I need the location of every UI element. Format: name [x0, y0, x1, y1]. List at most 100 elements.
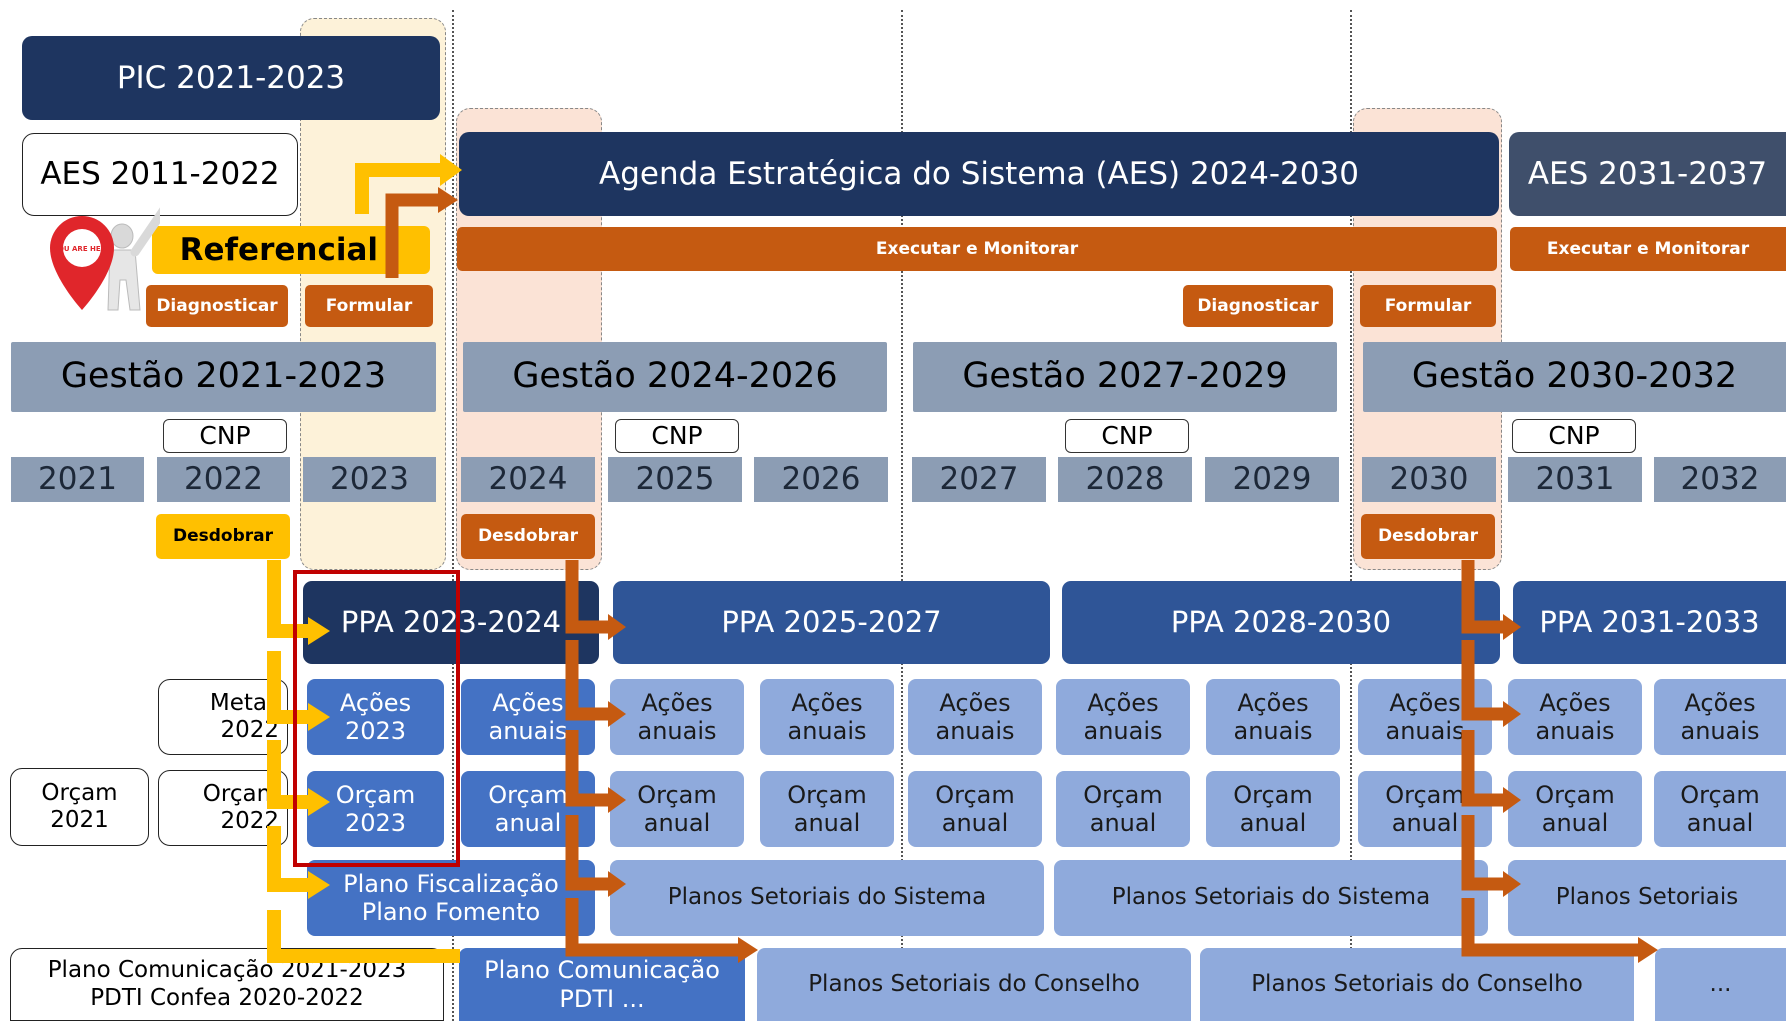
ppa-label: PPA 2023-2024	[340, 605, 562, 640]
aes-prev-box: AES 2011-2022	[22, 133, 298, 216]
arrow-orange-head	[738, 937, 758, 963]
arrow-yellow-head	[308, 788, 330, 816]
acoes-line1: Ações	[492, 688, 564, 717]
gestao-label: Gestão 2021-2023	[60, 356, 387, 397]
current-focus-highlight	[293, 570, 460, 867]
year-2028: 2028	[1058, 457, 1192, 502]
year-2025: 2025	[608, 457, 742, 502]
diagnosticar-button-2029: Diagnosticar	[1183, 285, 1333, 327]
planos-setoriais-label: Planos Setoriais	[1555, 884, 1739, 911]
arrow-yellow-head	[440, 154, 462, 186]
arrow-yellow	[267, 560, 310, 638]
acoes-line2: anuais	[1680, 717, 1760, 745]
year-label: 2022	[184, 461, 263, 498]
acoes-line1: Ações	[1539, 688, 1611, 717]
cnp-2031: CNP	[1512, 419, 1636, 453]
aes-main-label: Agenda Estratégica do Sistema (AES) 2024…	[599, 155, 1359, 192]
gestao-label: Gestão 2024-2026	[512, 356, 838, 397]
orcam-line1: Orçam	[787, 780, 867, 809]
formular-label-2030: Formular	[1384, 295, 1472, 316]
orcam-line1: Orçam	[935, 780, 1015, 809]
you-are-here-text: YOU ARE HERE	[52, 245, 111, 253]
year-label: 2030	[1389, 461, 1469, 498]
aes-next-box: AES 2031-2037	[1509, 132, 1786, 216]
orcam-line2: anual	[643, 809, 711, 837]
aes-main-box: Agenda Estratégica do Sistema (AES) 2024…	[459, 132, 1499, 216]
year-2032: 2032	[1654, 457, 1786, 502]
orcam-line1: Orçam	[1083, 780, 1163, 809]
arrow-orange-head	[1503, 787, 1521, 813]
plano-fisc-line1: Plano Fiscalização	[343, 869, 559, 898]
year-2027: 2027	[912, 457, 1046, 502]
acoes-line2: anuais	[935, 717, 1015, 745]
year-label: 2021	[38, 461, 117, 498]
arrow-orange	[565, 898, 740, 957]
orcam-line1: Orçam	[335, 780, 416, 809]
arrow-orange	[565, 730, 610, 807]
arrow-yellow	[267, 740, 310, 809]
plano-com-line2: PDTI Confea 2020-2022	[90, 984, 364, 1011]
orcam-line1: Orçam	[488, 780, 568, 809]
executar-next-label: Executar e Monitorar	[1546, 238, 1750, 259]
gestao-label: Gestão 2030-2032	[1411, 356, 1738, 397]
arrow-orange	[565, 815, 610, 891]
formular-button-2030: Formular	[1360, 285, 1496, 327]
arrow-yellow-head	[308, 703, 330, 731]
arrow-orange	[1461, 730, 1505, 807]
orcam-line2: anual	[941, 809, 1009, 837]
plano-com-short-line2: PDTI ...	[559, 984, 645, 1013]
planos-setoriais-label: Planos Setoriais do Sistema	[667, 884, 987, 911]
formular-label: Formular	[325, 295, 413, 316]
acoes-line2: anuais	[1233, 717, 1313, 745]
orcam-line2: anual	[494, 809, 562, 837]
planos-setoriais-sistema-2: Planos Setoriais do Sistema	[1054, 860, 1488, 936]
cnp-label: CNP	[1101, 421, 1153, 451]
year-2031: 2031	[1508, 457, 1642, 502]
acoes-line1: Ações	[1237, 688, 1309, 717]
arrow-orange	[1461, 898, 1640, 957]
arrow-yellow-head	[308, 871, 330, 899]
arrow-orange-head	[608, 871, 626, 897]
gestao-2027-2029: Gestão 2027-2029	[913, 342, 1337, 412]
arrow-orange	[1461, 640, 1505, 721]
acoes-line1: Ações	[1087, 688, 1159, 717]
acoes-line2: anuais	[637, 717, 717, 745]
ppa-2031-2033: PPA 2031-2033	[1513, 581, 1786, 664]
desdobrar-label: Desdobrar	[477, 526, 579, 547]
desdobrar-2024: Desdobrar	[461, 514, 595, 559]
acoes-line1: Ações	[791, 688, 863, 717]
arrow-yellow	[267, 651, 310, 724]
arrow-yellow	[267, 826, 310, 892]
executar-monitorar-bar: Executar e Monitorar	[457, 227, 1497, 271]
desdobrar-2022: Desdobrar	[156, 514, 290, 559]
acoes-line2: anuais	[1083, 717, 1163, 745]
plano-fisc-line2: Plano Fomento	[361, 898, 541, 926]
acoes-line2: anuais	[488, 717, 568, 745]
cnp-label: CNP	[1548, 421, 1600, 451]
planos-setoriais-label: Planos Setoriais do Sistema	[1111, 884, 1431, 911]
orcam-line2: anual	[1541, 809, 1609, 837]
acoes-line2: anuais	[1385, 717, 1465, 745]
orcam-line2: anual	[1239, 809, 1307, 837]
orcam-2022-line1: Orçam	[202, 780, 279, 807]
arrow-orange-head	[1638, 937, 1658, 963]
gestao-2024-2026: Gestão 2024-2026	[463, 342, 887, 412]
gestao-2021-2023: Gestão 2021-2023	[11, 342, 436, 412]
desdobrar-label: Desdobrar	[172, 526, 274, 547]
planos-setoriais-conselho-2: Planos Setoriais do Conselho	[1200, 948, 1634, 1021]
acoes-line1: Ações	[641, 688, 713, 717]
arrow-yellow-head	[308, 617, 330, 645]
orcam-line2: anual	[1089, 809, 1157, 837]
year-2029: 2029	[1205, 457, 1339, 502]
orcam-line1: Orçam	[1680, 780, 1760, 809]
planos-conselho-label: Planos Setoriais do Conselho	[1251, 970, 1583, 997]
acoes-line1: Ações	[1684, 688, 1756, 717]
